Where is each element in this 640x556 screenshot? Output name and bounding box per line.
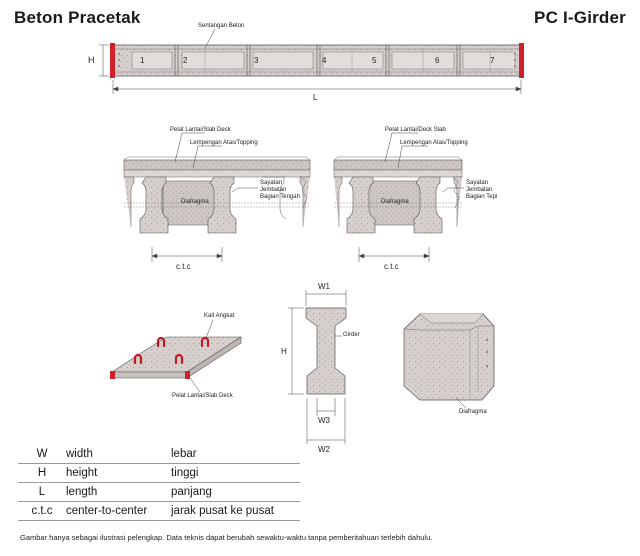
section-middle (123, 132, 311, 262)
legend-symbol: c.t.c (18, 501, 66, 521)
legend-row: W width lebar (18, 445, 300, 464)
label-deck-edge: Pelat Lantai/Deck Slab (385, 127, 446, 133)
label-h-girder: H (281, 347, 287, 356)
label-cut-edge-3: Bagian Tepi (466, 194, 498, 200)
segment-number: 5 (372, 56, 377, 65)
label-segment: Sentangan Beton (198, 23, 245, 29)
legend-symbol: W (18, 445, 66, 464)
label-cut-edge-2: Jembatan (466, 187, 493, 193)
diaphragm-drawing (403, 313, 495, 409)
label-w3: W3 (318, 416, 330, 425)
legend-indonesian: jarak pusat ke pusat (171, 501, 300, 521)
label-diaphragm: Diafragma (459, 409, 487, 415)
end-plate-left (110, 43, 115, 78)
label-topping-middle: Lempengan Atas/Topping (190, 140, 258, 146)
end-plate-right (519, 43, 524, 78)
legend-english: height (66, 463, 171, 483)
label-diaphragm-edge: Diafragma (381, 199, 409, 205)
girder-section (288, 290, 347, 444)
segment-number: 1 (140, 56, 145, 65)
page-title: Beton Pracetak (14, 8, 141, 27)
legend-row: L length panjang (18, 482, 300, 502)
slab-drawing (110, 319, 243, 393)
label-length: L (313, 93, 318, 102)
dim-length (112, 80, 522, 94)
segment-number: 6 (435, 56, 440, 65)
segment-number: 3 (254, 56, 259, 65)
label-girder: Girder (343, 332, 360, 338)
legend-english: length (66, 482, 171, 502)
label-slab-deck: Pelat Lantai/Slab Deck (172, 393, 233, 399)
label-topping-edge: Lempengan Atas/Topping (400, 140, 468, 146)
leader-segment-label (204, 28, 216, 49)
label-height-elevation: H (88, 55, 95, 65)
elevation-beam (110, 43, 524, 78)
segment-number: 4 (322, 56, 327, 65)
dim-height-elevation (99, 44, 109, 77)
label-cut-middle-2: Jembatan (260, 187, 287, 193)
label-cut-middle-3: Bagian Tengah (260, 194, 300, 200)
product-title: PC I-Girder (534, 8, 626, 27)
legend-row: H height tinggi (18, 463, 300, 483)
label-cut-middle-1: Sayatan (260, 180, 283, 186)
label-deck-middle: Pelat Lantai/Slab Deck (170, 127, 231, 133)
label-ctc-middle: c.t.c (176, 262, 191, 271)
slab-plate-left (110, 371, 115, 379)
segment-number: 7 (490, 56, 495, 65)
label-ctc-edge: c.t.c (384, 262, 399, 271)
legend-indonesian: lebar (171, 445, 300, 464)
legend-english: center-to-center (66, 501, 171, 521)
legend-english: width (66, 445, 171, 464)
section-edge (333, 132, 464, 262)
label-w1: W1 (318, 282, 330, 291)
label-cut-edge-1: Sayatan (466, 180, 489, 186)
lifting-hooks (133, 336, 210, 365)
legend-symbol: H (18, 463, 66, 483)
legend-table: W width lebar H height tinggi L length p… (18, 445, 300, 521)
legend-row: c.t.c center-to-center jarak pusat ke pu… (18, 501, 300, 521)
label-w2: W2 (318, 445, 330, 454)
segment-number: 2 (183, 56, 188, 65)
legend-indonesian: tinggi (171, 463, 300, 483)
label-hook: Kait Angkat (204, 313, 235, 319)
label-diaphragm-middle: Diafragma (181, 199, 209, 205)
footnote: Gambar hanya sebagai ilustrasi pelengkap… (20, 533, 433, 542)
segment-number-row: 1 2 3 4 5 6 7 (113, 45, 521, 76)
legend-symbol: L (18, 482, 66, 502)
legend-indonesian: panjang (171, 482, 300, 502)
slab-plate-right (185, 371, 190, 379)
